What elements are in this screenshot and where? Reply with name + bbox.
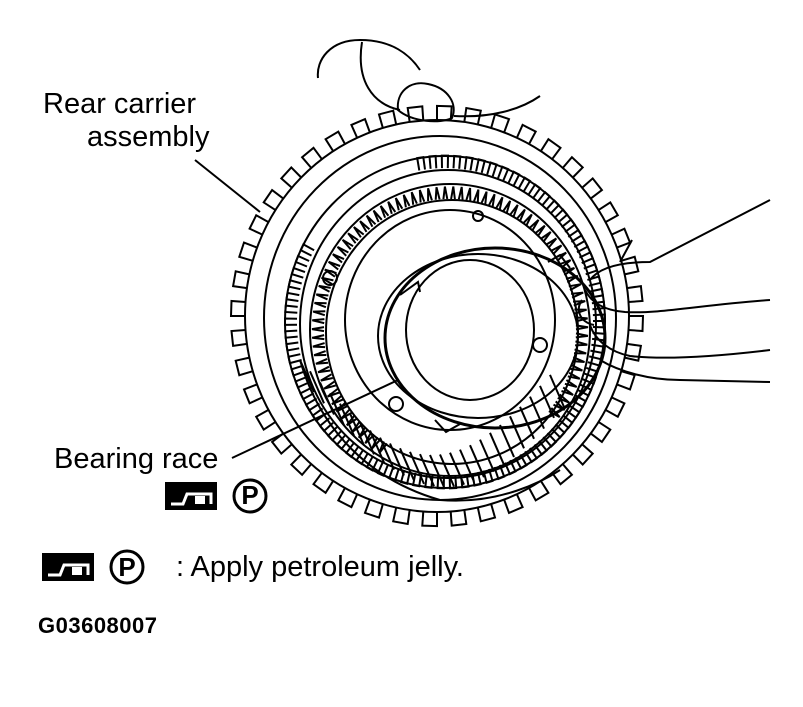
rear-carrier-label-line2: assembly bbox=[87, 121, 210, 153]
figure-code: G03608007 bbox=[38, 613, 158, 638]
bearing-race-leader bbox=[231, 379, 399, 459]
bearing-race-label-text: Bearing race bbox=[54, 443, 219, 475]
legend-text: : Apply petroleum jelly. bbox=[176, 551, 464, 583]
rear-carrier-label-line1: Rear carrier bbox=[43, 88, 197, 120]
internal-gear-teeth bbox=[311, 186, 589, 454]
bearing-race-symbol bbox=[165, 478, 268, 514]
right-hand bbox=[589, 199, 771, 281]
bearing-race-symbol-letter: P bbox=[241, 480, 258, 510]
rear-carrier-leader bbox=[194, 159, 261, 213]
outer-gear-teeth bbox=[229, 104, 645, 528]
inner-spline-teeth bbox=[284, 154, 607, 490]
bearing-race-label: Bearing race bbox=[54, 443, 218, 476]
bearing-race bbox=[377, 246, 607, 434]
helical-teeth bbox=[299, 359, 565, 488]
top-hand bbox=[316, 38, 421, 79]
rear-carrier-label: Rear carrier assembly bbox=[43, 88, 210, 154]
legend-symbol bbox=[42, 549, 145, 585]
legend-symbol-letter: P bbox=[118, 552, 135, 582]
